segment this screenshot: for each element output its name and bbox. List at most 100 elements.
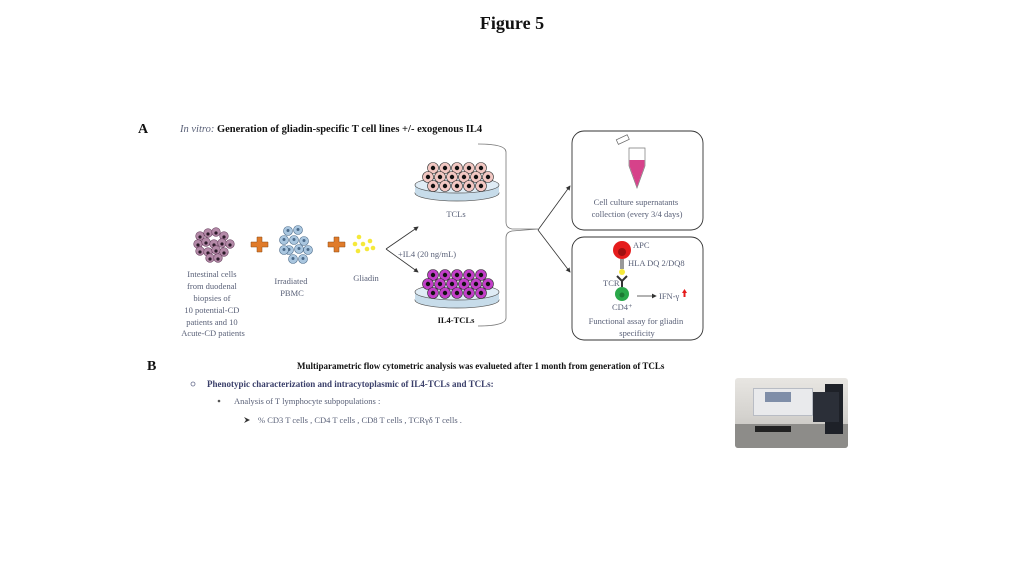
cell-nucleus	[425, 174, 431, 180]
cell-nucleus	[478, 183, 484, 189]
box1-line1: Cell culture supernatants	[594, 197, 679, 207]
cell-nucleus	[228, 243, 232, 247]
gliadin-dot	[364, 246, 370, 252]
cell-nucleus	[301, 257, 305, 260]
cell-nucleus	[473, 281, 479, 287]
cell-nucleus	[461, 174, 467, 180]
cell-nucleus	[430, 183, 436, 189]
cell-nucleus	[478, 290, 484, 296]
panel-a-heading: In vitro: Generation of gliadin-specific…	[179, 124, 483, 135]
supernatant-box: Cell culture supernatants collection (ev…	[571, 130, 704, 231]
cell-nucleus	[296, 228, 300, 231]
arrow-to-supernatants	[537, 185, 571, 231]
cell-nucleus	[222, 251, 226, 255]
cell-nucleus	[430, 165, 436, 171]
cell-nucleus	[442, 290, 448, 296]
level1-text: Phenotypic characterization and intracyt…	[207, 379, 494, 389]
cell-nucleus	[196, 243, 200, 247]
cell-nucleus	[430, 290, 436, 296]
cd4-label: CD4⁺	[612, 302, 633, 312]
panel-b-heading: Multiparametric flow cytometric analysis…	[297, 361, 665, 371]
figure-title: Figure 5	[480, 13, 544, 33]
cell-nucleus	[206, 232, 210, 236]
cell-nucleus	[466, 272, 472, 278]
il4-tcls-dish	[414, 269, 500, 309]
cell-nucleus	[282, 248, 286, 251]
tcls-dish	[414, 162, 500, 202]
gliadin-dot	[355, 248, 361, 254]
cell-nucleus	[466, 165, 472, 171]
arrow-to-tcls	[385, 226, 419, 250]
tcr-label: TCR	[603, 278, 620, 288]
cell-nucleus	[442, 165, 448, 171]
cell-nucleus	[437, 281, 443, 287]
il4-tcls-label: IL4-TCLs	[438, 315, 476, 325]
gliadin-dot	[360, 241, 366, 247]
cell-nucleus	[216, 257, 220, 261]
pbmc-cluster	[279, 225, 313, 264]
svg-text:Cell culture supernatants: Cell culture supernatants collection (ev…	[592, 197, 683, 219]
cell-nucleus	[222, 235, 226, 239]
gliadin-dot	[370, 245, 376, 251]
panel-a-letter: A	[138, 122, 149, 137]
cell-nucleus	[302, 239, 306, 242]
cell-nucleus	[430, 272, 436, 278]
tube-icon	[615, 134, 646, 190]
cell-nucleus	[466, 183, 472, 189]
gliadin-peptide-icon	[619, 269, 625, 275]
functional-assay-box: APC HLA DQ 2/DQ8 TCR CD4⁺ IFN-γ Function…	[571, 236, 704, 341]
cell-nucleus	[454, 165, 460, 171]
cell-nucleus	[473, 174, 479, 180]
plus-icon	[250, 236, 269, 253]
hla-label: HLA DQ 2/DQ8	[628, 258, 685, 268]
cell-nucleus	[442, 272, 448, 278]
cell-nucleus	[478, 165, 484, 171]
cell-nucleus	[292, 238, 296, 241]
flow-cytometer-photo	[735, 378, 848, 448]
cell-nucleus	[214, 249, 218, 253]
intestinal-cells-cluster	[193, 227, 235, 263]
box1-line2: collection (every 3/4 days)	[592, 209, 683, 219]
svg-text:Functional assay for gliadin: Functional assay for gliadin specificity	[589, 316, 686, 338]
cell-nucleus	[437, 174, 443, 180]
ifn-label: IFN-γ	[659, 291, 680, 301]
cell-nucleus	[208, 257, 212, 261]
box2-line2: specificity	[619, 328, 655, 338]
arrow-to-il4-tcls	[385, 248, 419, 273]
cell-nucleus	[214, 231, 218, 235]
cell-nucleus	[454, 272, 460, 278]
apc-label: APC	[633, 240, 650, 250]
cell-nucleus	[461, 281, 467, 287]
cell-nucleus	[454, 183, 460, 189]
gliadin-dot	[367, 238, 373, 244]
level3-text: % CD3 T cells , CD4 T cells , CD8 T cell…	[258, 415, 462, 425]
merge-bracket	[477, 143, 539, 327]
panel-b-letter: B	[147, 359, 156, 374]
cell-nucleus	[449, 281, 455, 287]
cell-nucleus	[485, 174, 491, 180]
bullet-arrow-icon	[244, 417, 250, 423]
cell-nucleus	[466, 290, 472, 296]
cell-nucleus	[198, 250, 202, 254]
cell-nucleus	[291, 257, 295, 260]
gliadin-dots	[352, 234, 376, 254]
level2-text: Analysis of T lymphocyte subpopulations …	[234, 396, 380, 406]
cell-nucleus	[204, 241, 208, 245]
arrow-to-functional-assay	[537, 229, 571, 273]
cell-nucleus	[478, 272, 484, 278]
cell-nucleus	[286, 229, 290, 232]
gliadin-label: Gliadin	[353, 273, 379, 283]
il4-label: +IL4 (20 ng/mL)	[398, 249, 456, 259]
cell-nucleus	[454, 290, 460, 296]
cell-nucleus	[282, 238, 286, 241]
cell-nucleus	[306, 248, 310, 251]
tcr-icon	[616, 275, 628, 287]
intestinal-label: Intestinal cells from duodenal biopsies …	[181, 269, 245, 338]
plus-icon	[327, 236, 346, 253]
bullet-circle-icon	[190, 381, 196, 387]
cell-nucleus	[220, 242, 224, 246]
gliadin-dot	[352, 241, 358, 247]
hla-molecule-icon	[620, 259, 624, 269]
cell-nucleus	[425, 281, 431, 287]
